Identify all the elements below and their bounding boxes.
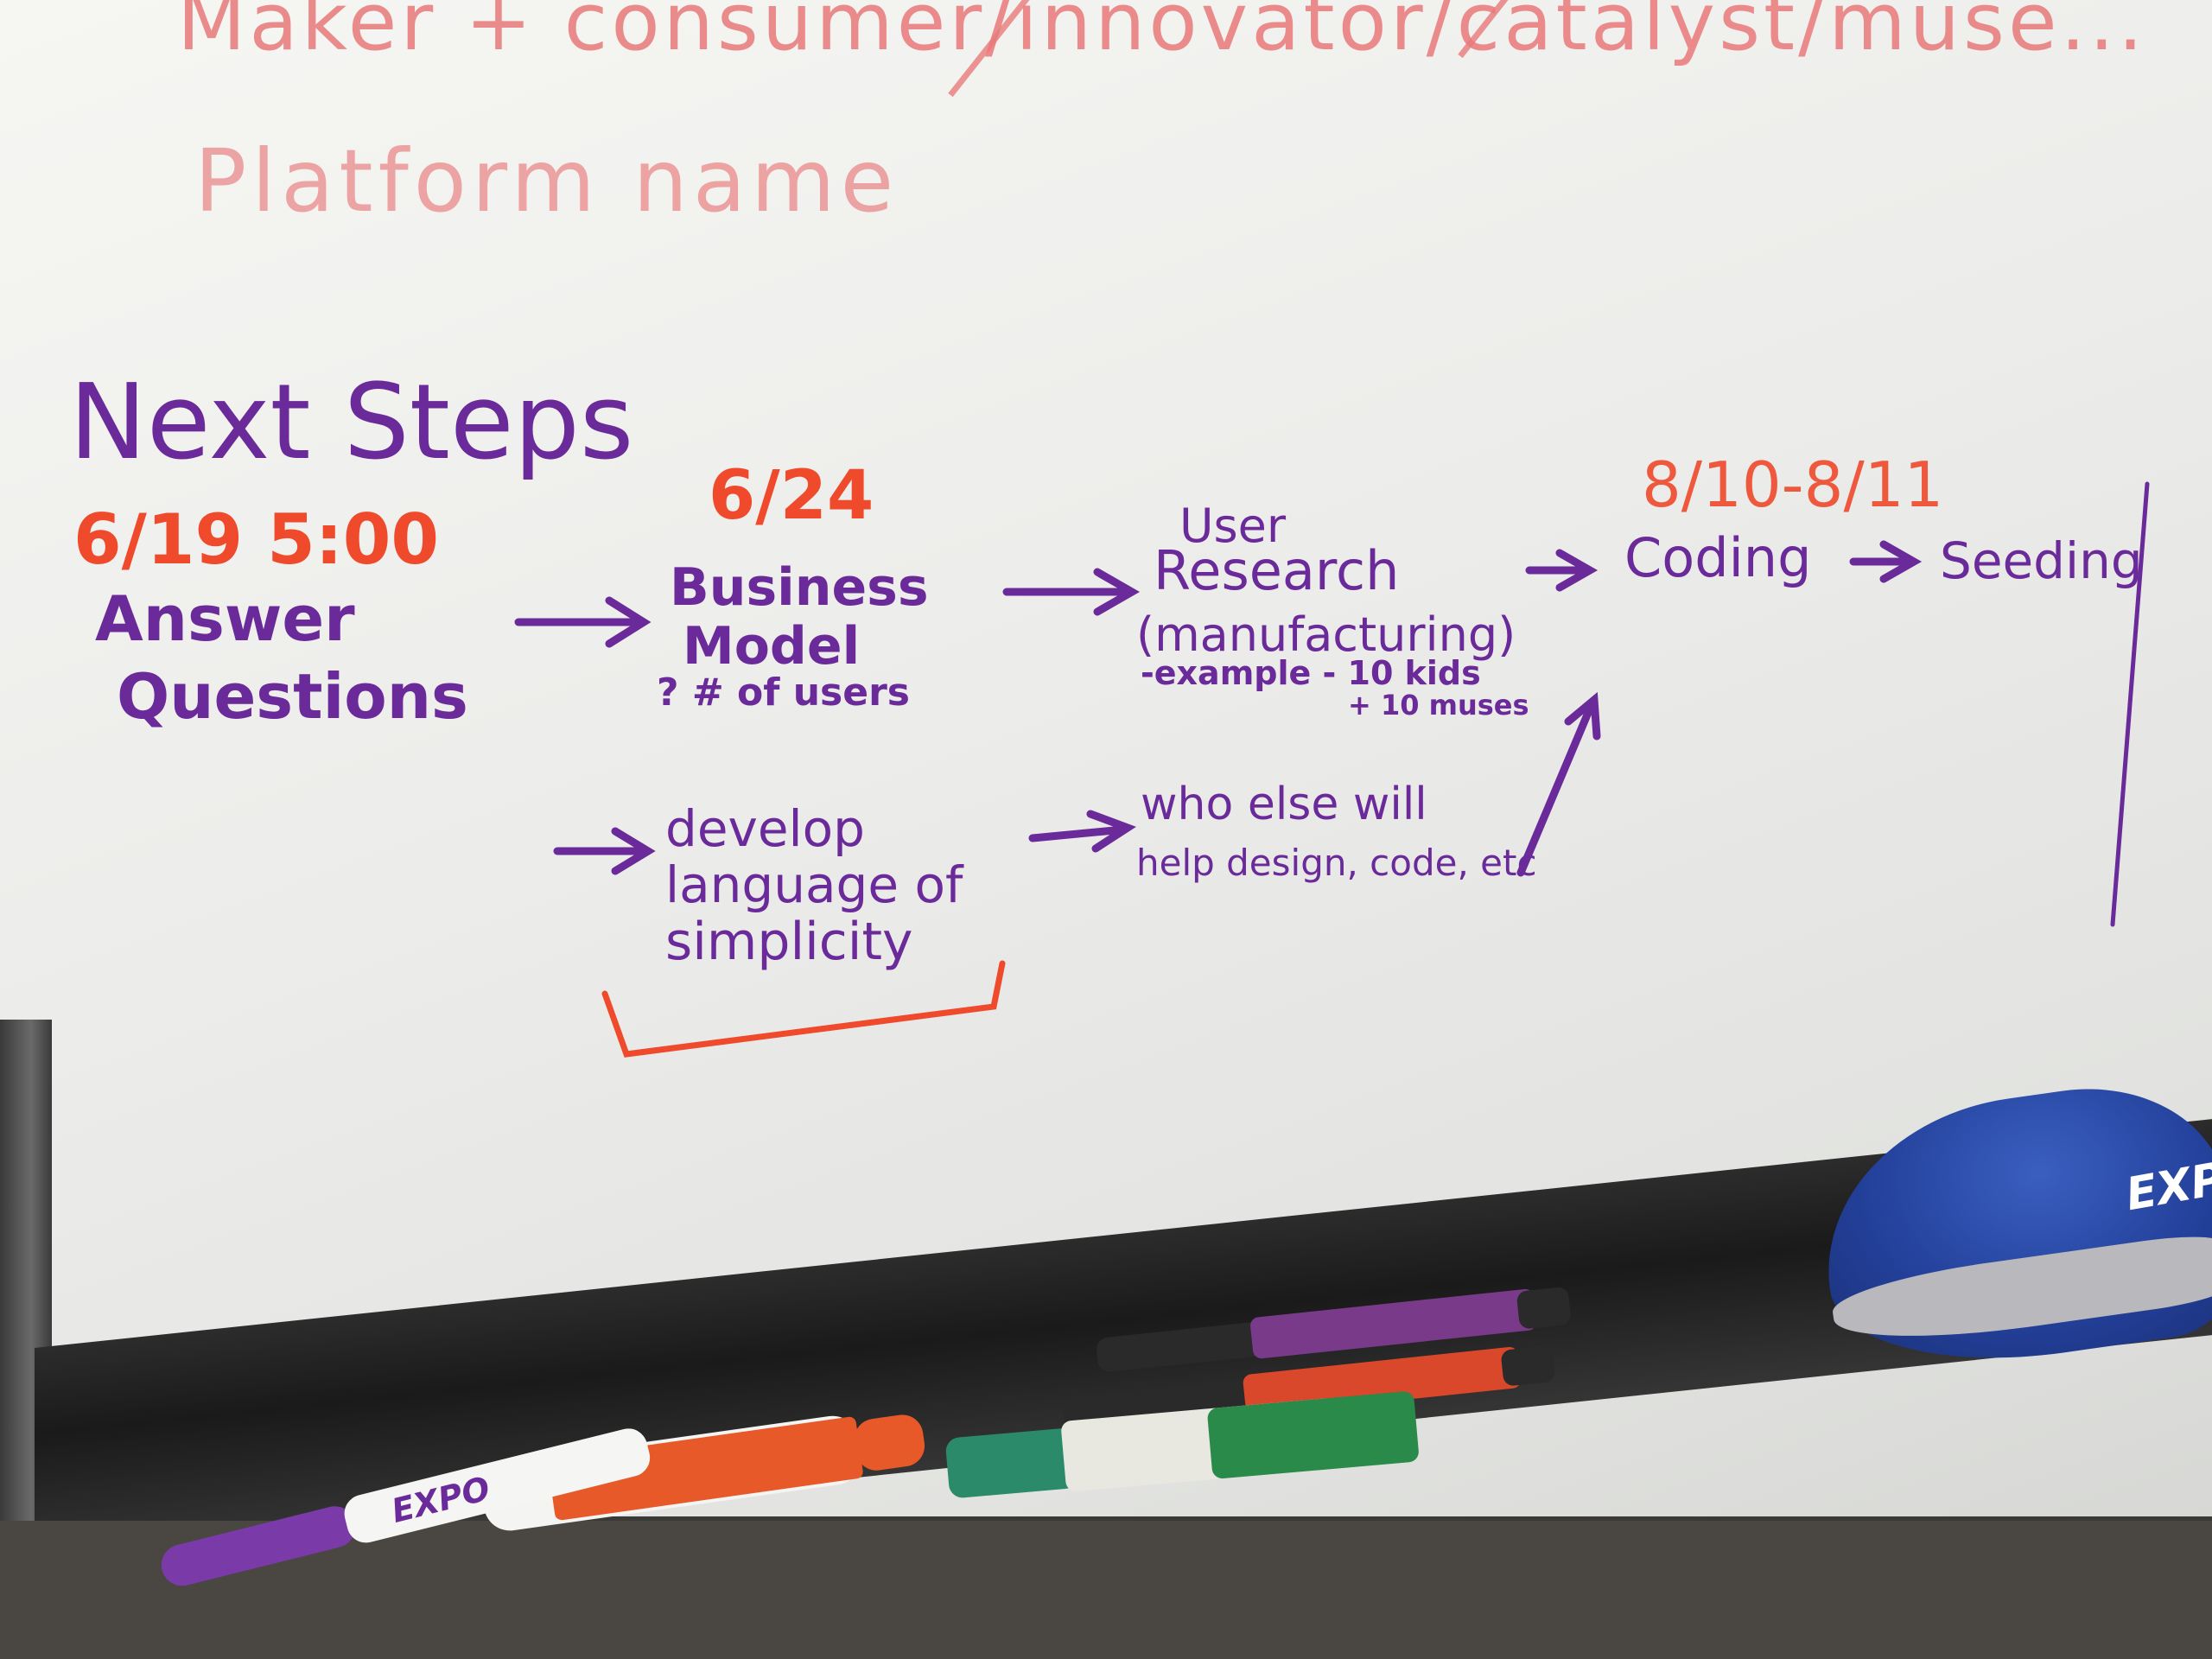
green-marker [945,1391,1419,1498]
arrow-3-icon [1525,549,1599,592]
step1-line2: Questions [117,660,468,733]
top-line-text: Maker + consumer/innovator/catalyst/muse… [177,0,2147,68]
red-bracket [601,960,1006,1058]
step2-line1: Business [670,557,929,618]
lower1-line2: language of [665,855,963,914]
lower2-line1: who else will [1141,779,1427,830]
step2-date: 6/24 [709,457,874,535]
purple-expo-marker: EXPO [161,1428,651,1586]
step3-paren: (manufacturing) [1136,607,1516,662]
step3-line1: User [1179,499,1287,553]
floor [0,1521,2212,1659]
next-steps-heading: Next Steps [69,363,634,483]
arrow-1-icon [514,596,652,648]
lower1-line3: simplicity [665,912,913,972]
step2-note: ? # of users [657,671,910,715]
arrow-5-icon [553,827,656,875]
step4-line1: Coding [1624,526,1812,589]
vertical-divider [2110,481,2150,927]
step1-line1: Answer [95,582,355,655]
arrow-2-icon [1002,568,1141,616]
pink-strike-lines [948,0,1509,98]
purple-grid-marker [1096,1287,1571,1372]
step4-date: 8/10-8/11 [1642,448,1944,521]
orange-dry-erase-marker [481,1414,925,1531]
step1-date: 6/19 5:00 [73,499,440,580]
step3-line2: Research [1154,539,1400,602]
step3-note: -example - 10 kids [1141,654,1481,692]
lower2-line2: help design, code, etc [1136,842,1537,884]
purple-arrows [514,481,2150,927]
step2-line2: Model [683,616,861,677]
arrow-7-icon [1516,691,1601,877]
step5-line1: Seeding [1940,531,2143,590]
lower1-line1: develop [665,799,865,858]
arrow-6-icon [1028,810,1136,853]
platform-name-text: Platform name [194,130,899,232]
arrow-4-icon [1849,540,1923,583]
step3-note2: + 10 muses [1348,689,1529,721]
